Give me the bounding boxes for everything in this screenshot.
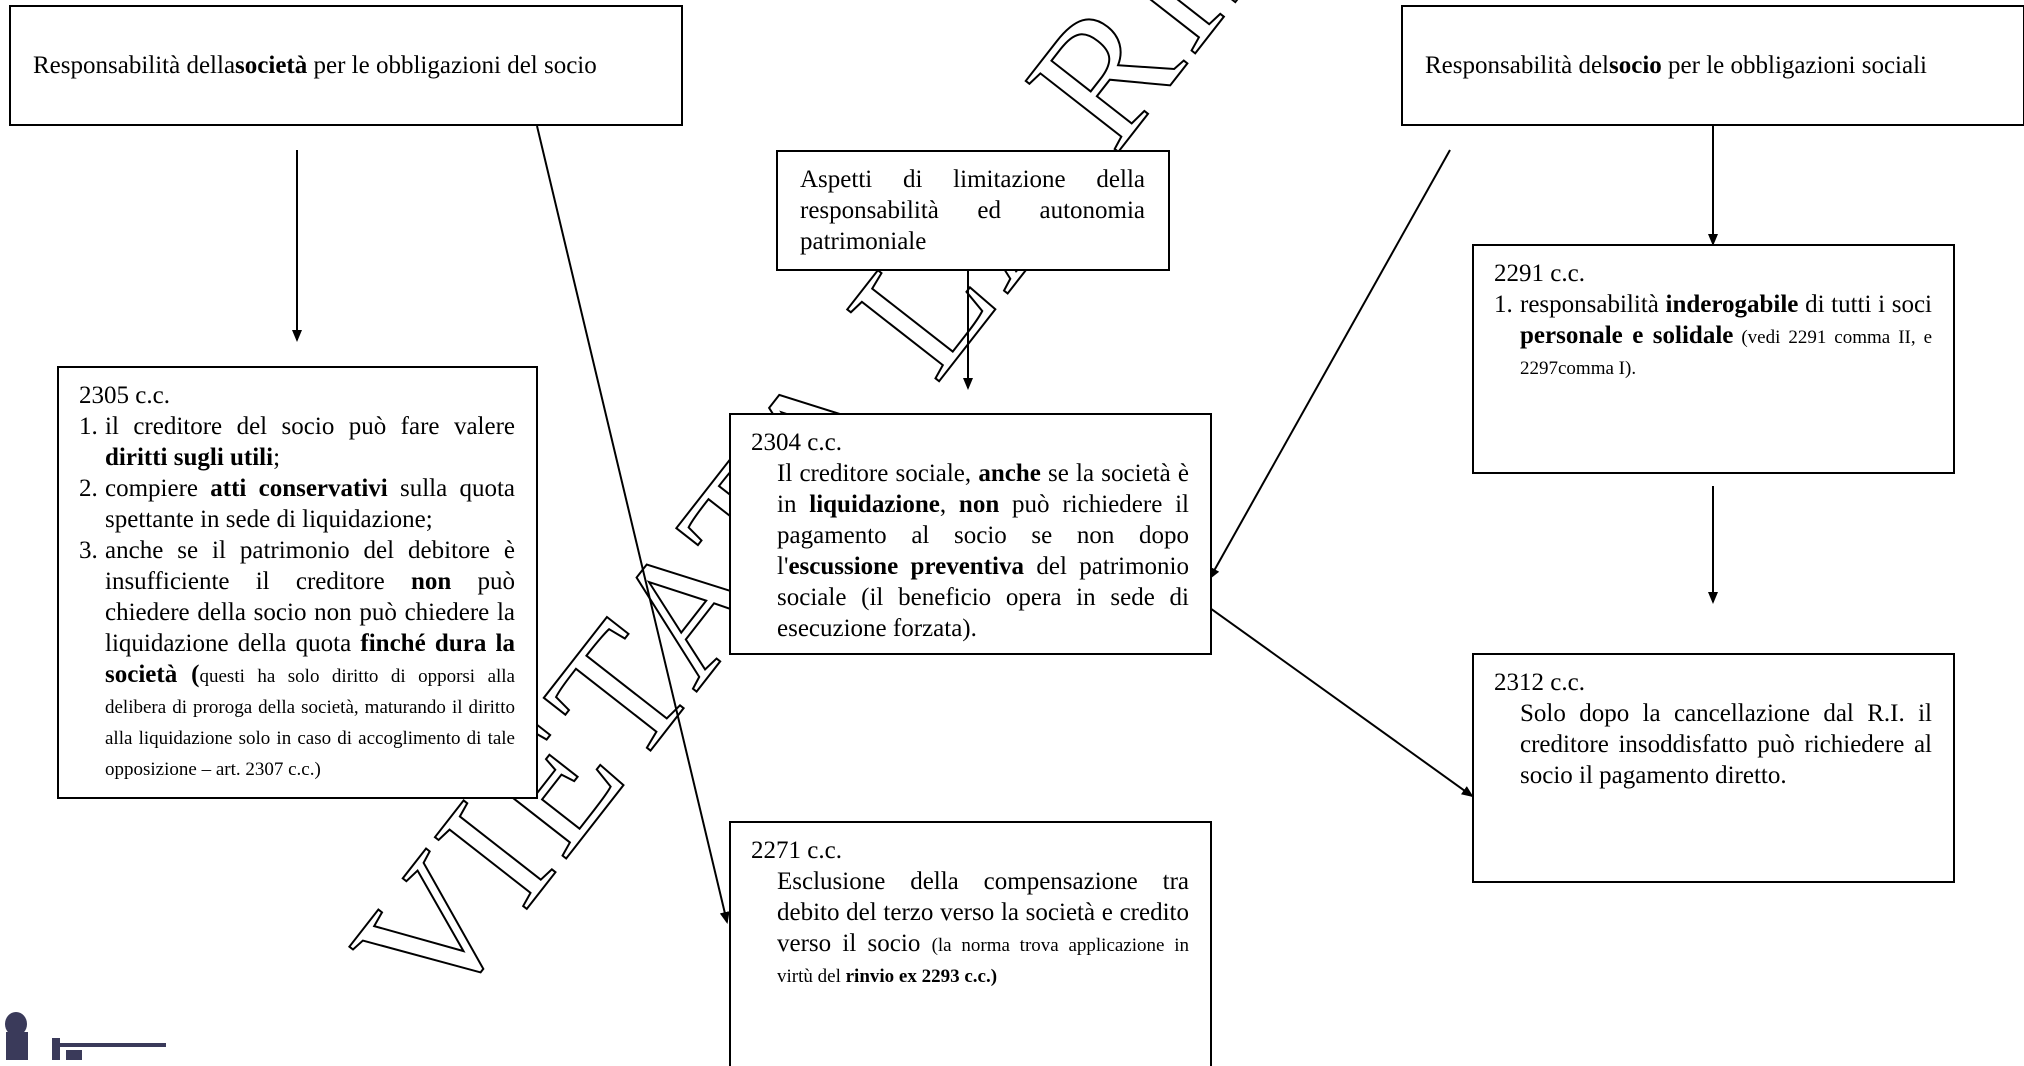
art-2291-content: 2291 c.c. responsabilità inderogabile di… — [1494, 258, 1932, 382]
title-post: per le obbligazioni sociali — [1668, 51, 1927, 79]
box-art-2291: 2291 c.c. responsabilità inderogabile di… — [1472, 244, 1955, 474]
arrow-2271 — [536, 125, 730, 924]
arrow-2304-to-2312 — [1209, 607, 1474, 798]
box-art-2305: 2305 c.c. il creditore del socio può far… — [57, 366, 538, 799]
box-limitazione: Aspetti di limitazione della responsabil… — [776, 150, 1170, 271]
art-ref: 2312 c.c. — [1494, 669, 1585, 696]
box-art-2271: 2271 c.c. Esclusione della compensazione… — [729, 821, 1212, 1066]
box-socio-responsabilita: Responsabilità del socio per le obbligaz… — [1401, 5, 2024, 126]
art-ref: 2291 c.c. — [1494, 260, 1585, 287]
box-societa-responsabilita: Responsabilità della società per le obbl… — [9, 5, 683, 126]
title-bold: socio — [1609, 51, 1662, 79]
list-item: responsabilità inderogabile di tutti i s… — [1494, 289, 1932, 382]
list-item: compiere atti conservativi sulla quota s… — [79, 473, 515, 535]
art-2271-content: 2271 c.c. Esclusione della compensazione… — [751, 835, 1189, 990]
art-2305-list: il creditore del socio può fare valere d… — [79, 411, 515, 783]
title-pre: Responsabilità della — [33, 51, 236, 79]
list-item: il creditore del socio può fare valere d… — [79, 411, 515, 473]
art-2312-content: 2312 c.c. Solo dopo la cancellazione dal… — [1494, 667, 1932, 791]
title-post: per le obbligazioni del socio — [313, 51, 597, 79]
art-2291-list: responsabilità inderogabile di tutti i s… — [1494, 289, 1932, 382]
title-bold: società — [235, 51, 308, 79]
art-2304-content: 2304 c.c. Il creditore sociale, anche se… — [751, 427, 1189, 644]
limitazione-text: Aspetti di limitazione della responsabil… — [800, 166, 1145, 255]
art-ref: 2271 c.c. — [751, 837, 842, 864]
box-art-2304: 2304 c.c. Il creditore sociale, anche se… — [729, 413, 1212, 655]
art-2305-content: 2305 c.c. il creditore del socio può far… — [79, 380, 515, 783]
art-2312-text: Solo dopo la cancellazione dal R.I. il c… — [1520, 700, 1932, 789]
art-2304-text: Il creditore sociale, anche se la societ… — [777, 460, 1189, 642]
art-2271-text: Esclusione della compensazione tra debit… — [777, 868, 1189, 987]
arrow-right-to-2304 — [1209, 149, 1451, 580]
title-pre: Responsabilità del — [1425, 51, 1609, 79]
list-item: anche se il patrimonio del debitore è in… — [79, 535, 515, 783]
art-ref: 2304 c.c. — [751, 429, 842, 456]
box-art-2312: 2312 c.c. Solo dopo la cancellazione dal… — [1472, 653, 1955, 883]
publisher-logo — [5, 1012, 166, 1060]
art-ref: 2305 c.c. — [79, 382, 170, 409]
